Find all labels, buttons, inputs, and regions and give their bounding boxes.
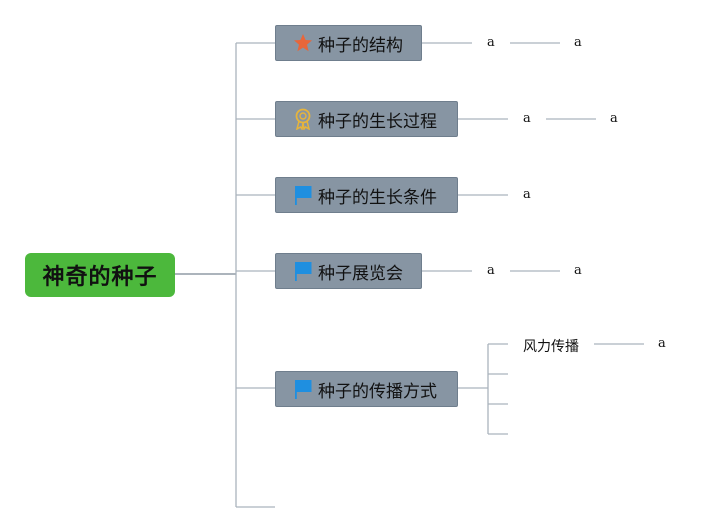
topic-seed-dispersal-methods[interactable]: 种子的传播方式	[275, 371, 458, 407]
award-ribbon-icon	[292, 108, 314, 130]
topic-seed-structure[interactable]: 种子的结构	[275, 25, 422, 61]
leaf-node[interactable]: a	[487, 263, 495, 278]
topic-label: 种子的生长过程	[318, 111, 437, 132]
leaf-node[interactable]: a	[610, 111, 618, 126]
topic-seed-exhibition[interactable]: 种子展览会	[275, 253, 422, 289]
leaf-node[interactable]: a	[658, 336, 666, 351]
flag-icon	[292, 184, 314, 206]
topic-label: 种子展览会	[318, 263, 403, 284]
central-topic-label: 神奇的种子	[42, 265, 158, 290]
leaf-node[interactable]: a	[487, 35, 495, 50]
leaf-node[interactable]: a	[523, 187, 531, 202]
topic-seed-growth-process[interactable]: 种子的生长过程	[275, 101, 458, 137]
central-topic[interactable]: 神奇的种子	[25, 253, 175, 297]
leaf-node[interactable]: a	[523, 111, 531, 126]
topic-seed-growth-conditions[interactable]: 种子的生长条件	[275, 177, 458, 213]
topic-label: 种子的传播方式	[318, 381, 437, 402]
leaf-node[interactable]: a	[574, 35, 582, 50]
topic-label: 种子的生长条件	[318, 187, 437, 208]
star-icon	[292, 32, 314, 54]
flag-icon	[292, 260, 314, 282]
subtopic-wind-dispersal[interactable]: 风力传播	[523, 339, 579, 355]
flag-icon	[292, 378, 314, 400]
topic-label: 种子的结构	[318, 35, 403, 56]
leaf-node[interactable]: a	[574, 263, 582, 278]
